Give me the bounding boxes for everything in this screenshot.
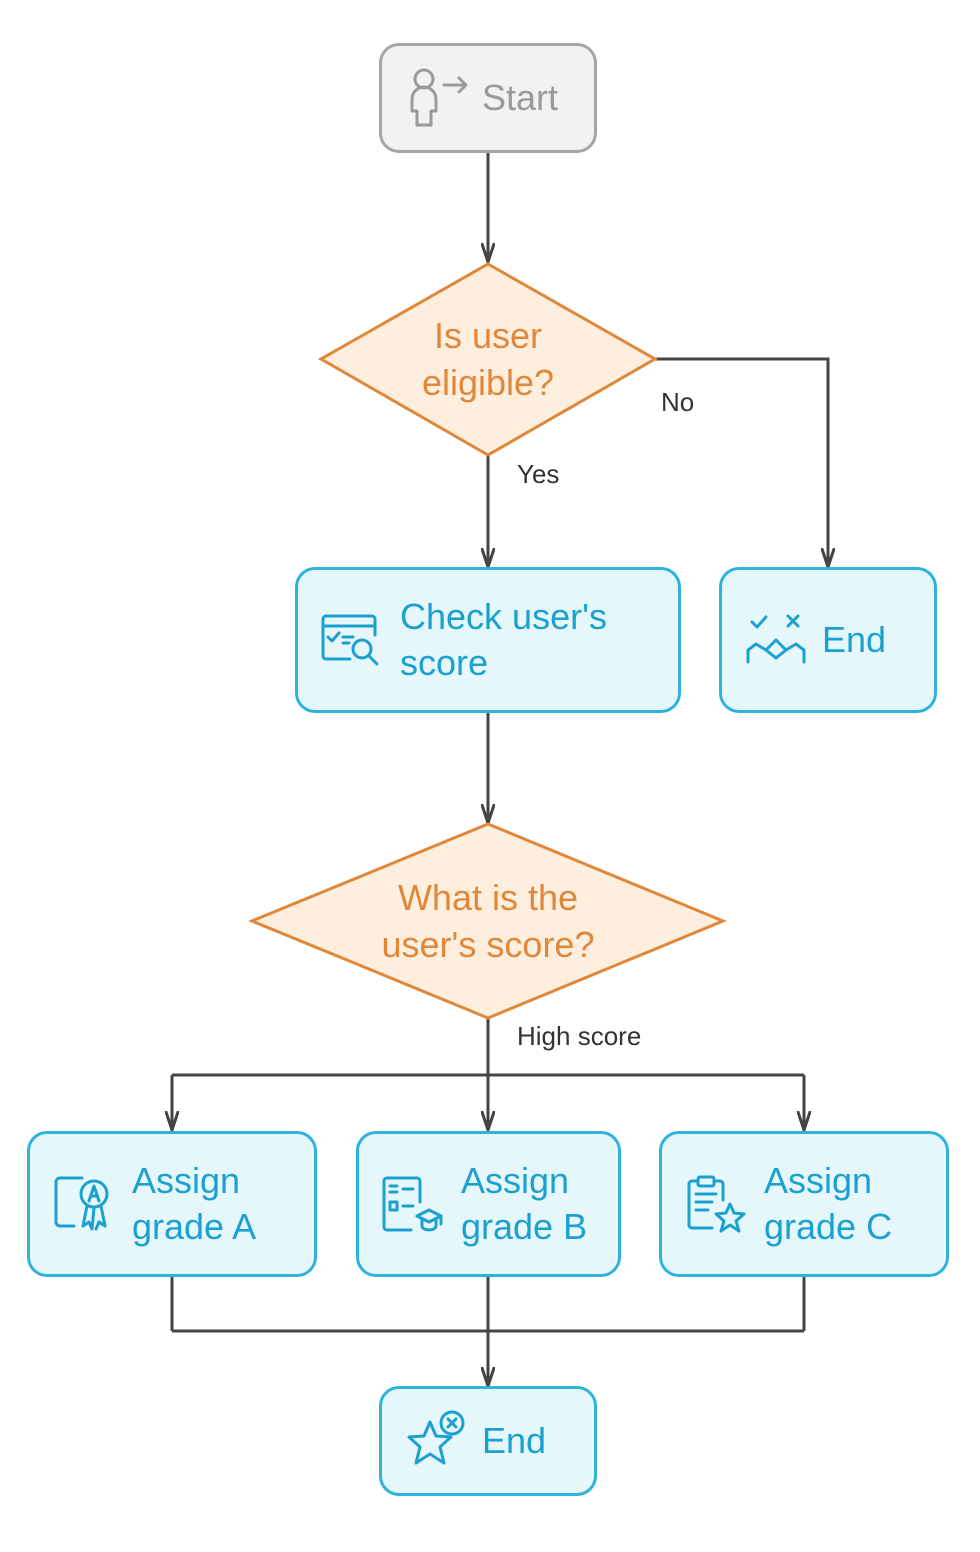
node-grade-b-label: Assign grade B (461, 1158, 587, 1250)
node-end-ineligible-label: End (822, 619, 887, 660)
edge-label-no: No (661, 387, 695, 417)
edge-label-yes: Yes (517, 459, 560, 489)
decision-score-line2: user's score? (381, 924, 595, 965)
node-check-score-line2: score (400, 642, 489, 683)
decision-score-line1: What is the (397, 877, 579, 918)
node-grade-c-line1: Assign (764, 1160, 873, 1201)
node-grade-c-label: Assign grade C (764, 1158, 892, 1250)
node-grade-a-line1: Assign (132, 1160, 241, 1201)
node-check-score[interactable]: Check user's score (295, 567, 681, 713)
node-grade-b[interactable]: Assign grade B (356, 1131, 621, 1277)
node-end-final[interactable]: End (379, 1386, 597, 1496)
decision-score-shape (248, 822, 727, 1020)
node-grade-c[interactable]: Assign grade C (659, 1131, 949, 1277)
decision-eligible-shape (317, 262, 659, 457)
node-grade-b-line1: Assign (461, 1160, 570, 1201)
node-grade-a-label: Assign grade A (132, 1158, 256, 1250)
clipboard-star-icon (684, 1172, 748, 1236)
rejected-handshake-icon (744, 608, 808, 672)
decision-eligible-line2: eligible? (421, 362, 555, 403)
node-grade-b-line2: grade B (461, 1206, 588, 1247)
score-search-icon (320, 609, 382, 671)
node-start[interactable]: Start (379, 43, 597, 153)
report-card-icon (381, 1172, 445, 1236)
decision-eligible-label: Is user eligible? (388, 312, 588, 406)
node-check-score-line1: Check user's (400, 596, 607, 637)
node-grade-c-line2: grade C (764, 1206, 893, 1247)
node-end-final-label: End (482, 1420, 547, 1461)
node-grade-a-line2: grade A (132, 1206, 257, 1247)
node-check-score-label: Check user's score (400, 594, 607, 686)
node-grade-a[interactable]: Assign grade A (27, 1131, 317, 1277)
user-arrow-icon (404, 65, 470, 131)
node-start-label: Start (482, 77, 559, 118)
star-x-icon (404, 1408, 470, 1474)
edge-label-high-score: High score (517, 1021, 642, 1051)
node-end-ineligible[interactable]: End (719, 567, 937, 713)
certificate-a-icon (52, 1172, 116, 1236)
edge-eligible-no (655, 357, 828, 567)
decision-eligible-line1: Is user (433, 315, 543, 356)
decision-score-label: What is the user's score? (338, 874, 638, 968)
